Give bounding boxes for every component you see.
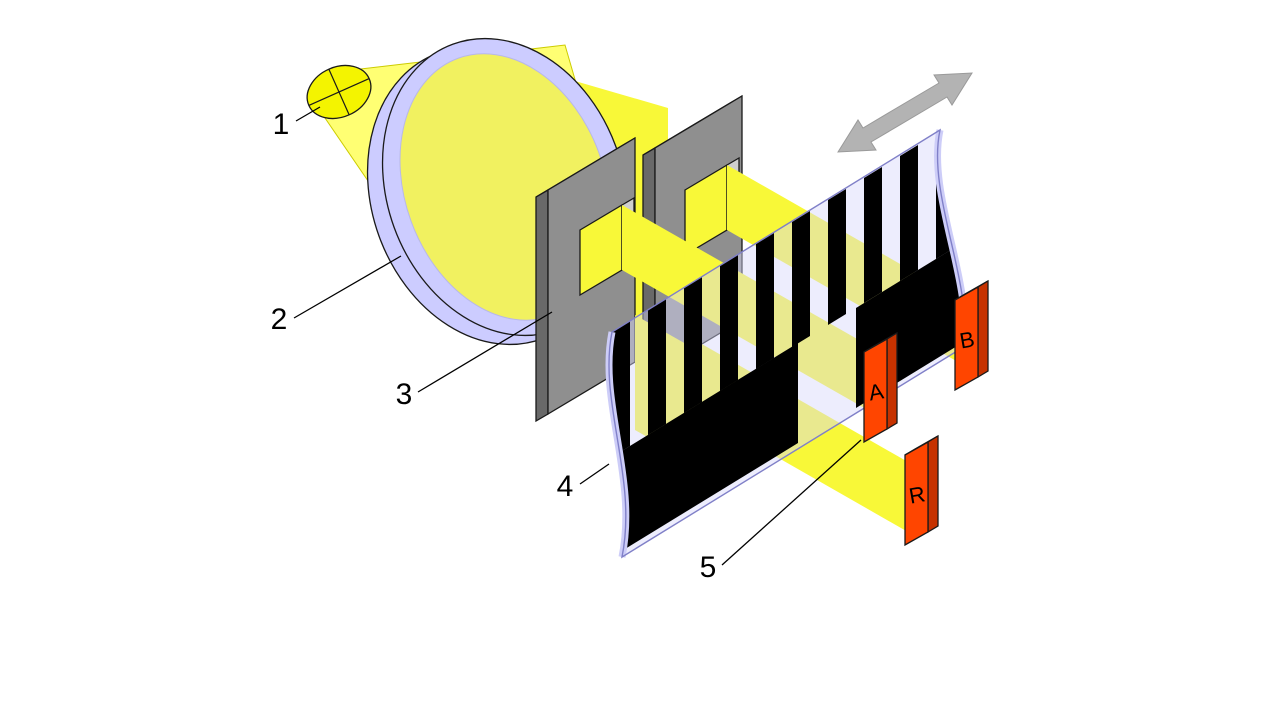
strip-stripe	[720, 255, 738, 391]
motion-arrow	[837, 72, 973, 153]
label-4: 4	[557, 470, 574, 503]
detector-r-front-face	[904, 440, 929, 547]
detector-r-label: R	[907, 481, 927, 508]
detector-r: R	[904, 434, 939, 547]
leader-line-4	[579, 463, 610, 485]
strip-stripe	[684, 277, 702, 413]
detector-b-front-face	[954, 285, 979, 392]
detector-r-side-face	[927, 434, 939, 534]
label-5: 5	[700, 551, 717, 584]
leader-line-5	[721, 439, 862, 566]
label-3: 3	[396, 378, 413, 411]
strip-stripe	[756, 233, 774, 369]
strip-stripe	[900, 145, 918, 281]
strip-stripe	[864, 167, 882, 303]
strip-stripe	[828, 189, 846, 325]
detector-b-label: B	[958, 326, 977, 353]
reference-track-left	[612, 343, 798, 557]
detector-a-front-face	[863, 337, 888, 444]
beam-window-a	[622, 205, 866, 409]
detector-a-side-face	[886, 331, 898, 431]
mask-front-side-face	[535, 188, 549, 423]
detector-a-label: A	[867, 378, 886, 405]
leader-line-2	[293, 255, 402, 319]
light-source	[306, 64, 372, 120]
detector-a: A	[863, 331, 898, 444]
detector-b-side-face	[977, 279, 989, 379]
leader-line-3	[417, 311, 553, 393]
lamp-cross-line	[328, 68, 350, 116]
leader-line-1	[295, 106, 321, 122]
label-1: 1	[273, 108, 290, 141]
strip-stripe	[648, 299, 666, 435]
label-2: 2	[271, 303, 288, 336]
strip-stripe	[792, 211, 810, 347]
detector-b: B	[954, 279, 989, 392]
